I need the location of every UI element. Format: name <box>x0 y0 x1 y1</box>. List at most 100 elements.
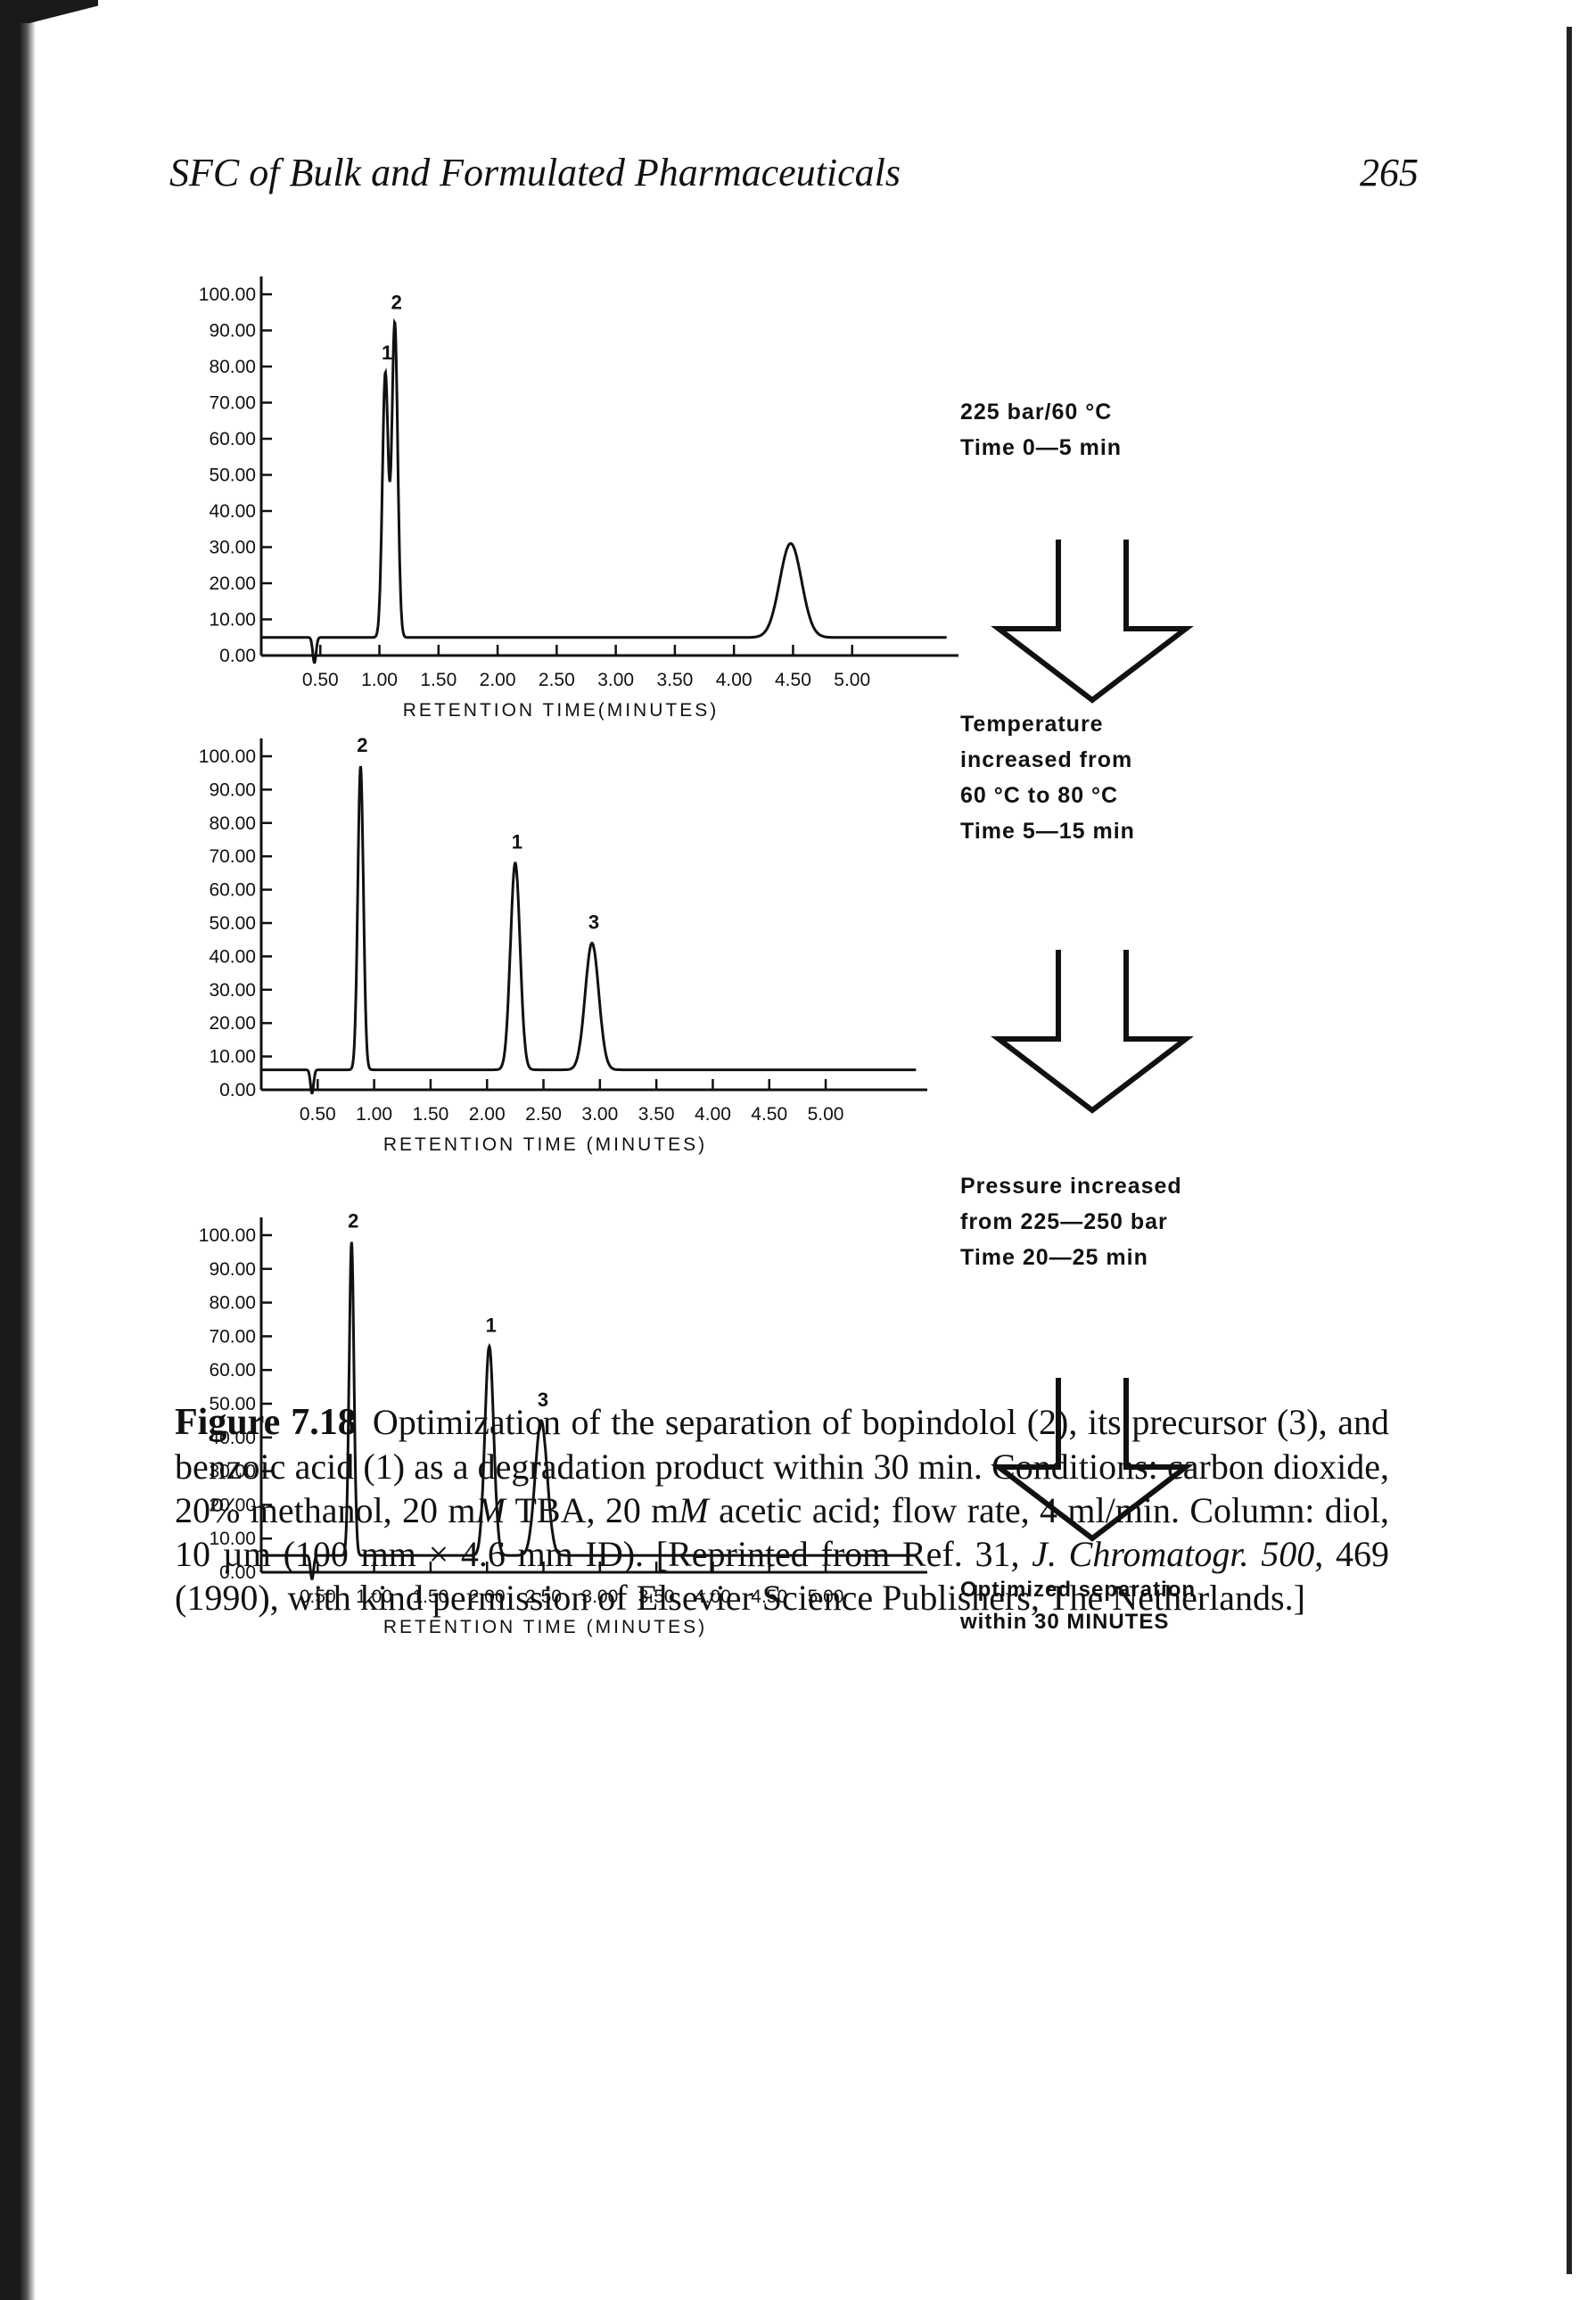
x-tick-label: 5.00 <box>834 670 870 690</box>
running-head: SFC of Bulk and Formulated Pharmaceutica… <box>169 151 901 194</box>
x-tick-label: 2.00 <box>480 670 516 690</box>
x-tick-label: 1.50 <box>412 1587 448 1607</box>
y-tick-label: 40.00 <box>209 1428 256 1448</box>
peak-label: 2 <box>357 734 367 756</box>
y-tick-label: 80.00 <box>209 1293 256 1314</box>
x-tick-label: 3.00 <box>597 670 634 690</box>
x-axis-label: RETENTION TIME(MINUTES) <box>403 700 719 721</box>
peak-label: 1 <box>382 342 392 364</box>
scan-edge-right <box>1567 27 1572 2274</box>
condition-note: increased from <box>960 747 1132 772</box>
x-tick-label: 1.00 <box>361 670 398 690</box>
x-axis-label: RETENTION TIME (MINUTES) <box>383 1134 707 1155</box>
y-tick-label: 10.00 <box>209 1529 256 1549</box>
peak-label: 3 <box>588 911 599 933</box>
y-tick-label: 90.00 <box>209 1259 256 1280</box>
y-tick-label: 80.00 <box>209 813 256 834</box>
y-tick-label: 0.00 <box>219 1562 256 1583</box>
y-tick-label: 30.00 <box>209 538 256 558</box>
x-tick-label: 4.50 <box>751 1587 787 1607</box>
y-tick-label: 0.00 <box>219 1080 256 1101</box>
caption-run: TBA, 20 m <box>505 1490 679 1530</box>
x-tick-label: 1.00 <box>356 1587 392 1607</box>
y-tick-label: 30.00 <box>209 980 256 1001</box>
y-tick-label: 10.00 <box>209 610 256 631</box>
x-tick-label: 1.50 <box>412 1104 448 1125</box>
y-tick-label: 50.00 <box>209 1394 256 1414</box>
page-number: 265 <box>1360 151 1419 194</box>
y-tick-label: 20.00 <box>209 573 256 594</box>
chromatogram-1: 0.0010.0020.0030.0040.0050.0060.0070.008… <box>199 276 1122 721</box>
condition-note: Pressure increased <box>960 1174 1182 1199</box>
peak-label: 3 <box>538 1389 548 1411</box>
final-note: within 30 MINUTES <box>959 1610 1169 1634</box>
caption-run: M <box>475 1490 506 1530</box>
y-tick-label: 100.00 <box>199 1225 256 1246</box>
y-tick-label: 70.00 <box>209 1326 256 1347</box>
y-tick-label: 10.00 <box>209 1047 256 1068</box>
y-tick-label: 50.00 <box>209 466 256 486</box>
x-tick-label: 4.00 <box>716 670 753 690</box>
y-tick-label: 100.00 <box>199 284 256 305</box>
y-tick-label: 60.00 <box>209 429 256 449</box>
chromatogram-figure: 0.0010.0020.0030.0040.0050.0060.0070.008… <box>199 276 1196 1637</box>
y-tick-label: 40.00 <box>209 501 256 522</box>
scan-edge-left <box>0 0 36 2300</box>
x-tick-label: 2.50 <box>539 670 575 690</box>
condition-note: Temperature <box>960 712 1104 737</box>
y-tick-label: 30.00 <box>209 1462 256 1482</box>
chromatogram-2: 0.00 10.00 20.00 30.00 40.00 50.00 60.00 70.00 8… <box>199 712 1135 1155</box>
peak-label: 1 <box>512 831 522 853</box>
chromatogram-trace <box>261 1241 917 1580</box>
chromatogram-3: 0.00 10.00 20.00 30.00 40.00 50.00 60.00 70.00 8… <box>199 1174 1182 1637</box>
peak-label: 2 <box>391 291 402 313</box>
caption-body: Optimization of the separation of bopind… <box>175 1402 1389 1618</box>
caption-run: acetic acid; flow rate, 4 ml/min. Column… <box>175 1490 1389 1574</box>
condition-note: 225 bar/60 °C <box>960 400 1112 425</box>
x-tick-label: 4.00 <box>695 1587 731 1607</box>
final-note: Optimized separation <box>960 1578 1196 1602</box>
y-tick-label: 50.00 <box>209 913 256 934</box>
x-tick-label: 0.50 <box>302 670 339 690</box>
y-tick-label: 70.00 <box>209 846 256 867</box>
caption-run: J. Chromatogr. 500 <box>1032 1534 1315 1574</box>
x-tick-label: 0.50 <box>300 1587 336 1607</box>
x-tick-label: 2.50 <box>525 1587 562 1607</box>
condition-note: Time 5—15 min <box>960 819 1135 844</box>
chromatogram-trace <box>261 766 917 1094</box>
x-axis-label: RETENTION TIME (MINUTES) <box>383 1617 707 1637</box>
x-tick-label: 5.00 <box>808 1104 844 1125</box>
x-tick-label: 5.00 <box>808 1587 844 1607</box>
condition-note: Time 20—25 min <box>960 1245 1148 1270</box>
x-tick-label: 4.50 <box>751 1104 787 1125</box>
x-tick-label: 3.50 <box>638 1104 675 1125</box>
y-tick-label: 60.00 <box>209 1360 256 1381</box>
x-tick-label: 4.50 <box>775 670 811 690</box>
x-tick-label: 4.00 <box>695 1104 731 1125</box>
chromatogram-trace <box>261 317 947 664</box>
y-tick-label: 20.00 <box>209 1495 256 1515</box>
x-tick-label: 2.50 <box>525 1104 562 1125</box>
caption-run: , 469 (1990), with kind permission of El… <box>175 1534 1389 1618</box>
y-tick-label: 20.00 <box>209 1013 256 1034</box>
y-tick-label: 40.00 <box>209 946 256 967</box>
condition-note: Time 0—5 min <box>960 435 1122 460</box>
x-tick-label: 3.00 <box>581 1104 618 1125</box>
down-arrow <box>991 950 1194 1114</box>
y-tick-label: 100.00 <box>199 746 256 767</box>
condition-note: from 225—250 bar <box>960 1209 1168 1234</box>
down-arrow <box>991 1378 1194 1542</box>
y-tick-label: 60.00 <box>209 880 256 901</box>
peak-label: 1 <box>486 1315 497 1337</box>
y-tick-label: 90.00 <box>209 779 256 800</box>
caption-run: Optimization of the separation of bopind… <box>175 1402 1389 1530</box>
x-tick-label: 2.00 <box>469 1104 506 1125</box>
x-tick-label: 3.50 <box>656 670 693 690</box>
y-tick-label: 80.00 <box>209 357 256 377</box>
condition-note: 60 °C to 80 °C <box>960 783 1118 808</box>
x-tick-label: 1.00 <box>356 1104 392 1125</box>
y-tick-label: 90.00 <box>209 321 256 342</box>
x-tick-label: 2.00 <box>469 1587 506 1607</box>
x-tick-label: 0.50 <box>300 1104 336 1125</box>
